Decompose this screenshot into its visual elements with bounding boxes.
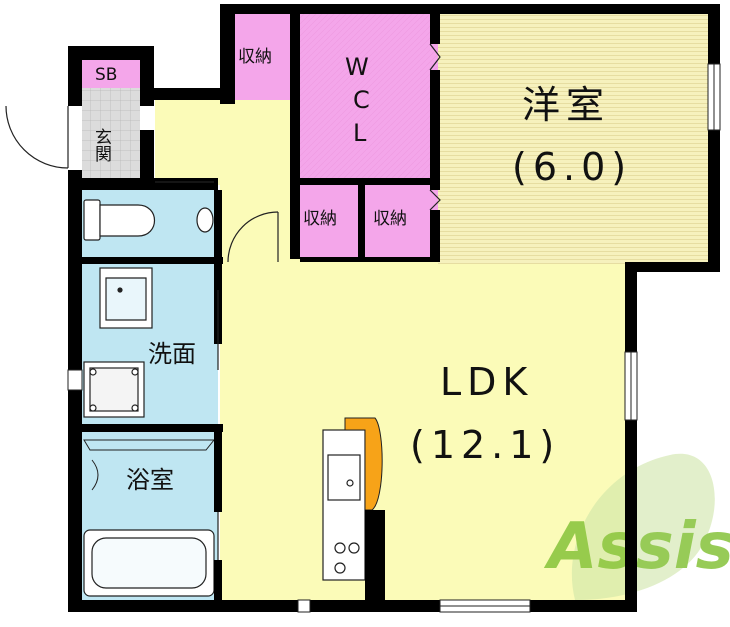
storage-mid-right-floor <box>365 185 438 257</box>
kitchen-counter <box>322 429 366 581</box>
hallway-floor <box>155 100 300 262</box>
bathtub-fixture <box>83 529 215 597</box>
washing-machine-pan <box>83 361 145 418</box>
ldk-name: LDK <box>440 360 533 404</box>
wcl-letter-l: L <box>353 119 367 147</box>
doors <box>5 43 441 560</box>
wcl-letter-c: C <box>353 86 370 114</box>
bathroom-label: 浴室 <box>126 466 174 494</box>
windows <box>67 63 721 613</box>
shoe-box-label: SB <box>95 65 117 85</box>
washroom-label: 洗面 <box>148 340 196 368</box>
storage-top-label: 収納 <box>238 47 272 67</box>
storage-mid-left-label: 収納 <box>303 209 337 229</box>
storage-mid-left-floor <box>300 185 358 257</box>
wcl-floor <box>300 14 438 178</box>
bath-shower <box>91 459 99 491</box>
entrance-floor <box>82 88 140 178</box>
wcl-letter-w: W <box>345 53 369 81</box>
toilet-fixture <box>83 199 214 241</box>
western-room-floor <box>438 14 708 264</box>
bath-counter <box>83 439 216 451</box>
wash-basin-fixture <box>99 267 153 329</box>
western-room-name: 洋室 <box>522 83 610 127</box>
shoe-box-floor <box>82 60 140 88</box>
ldk-size: (12.1) <box>410 423 560 467</box>
western-room-size: (6.0) <box>512 145 632 189</box>
storage-top-floor <box>235 14 300 100</box>
walls <box>68 4 720 612</box>
entrance-label: 玄関 <box>91 128 111 162</box>
ldk-floor <box>220 262 625 603</box>
storage-mid-right-label: 収納 <box>373 209 407 229</box>
